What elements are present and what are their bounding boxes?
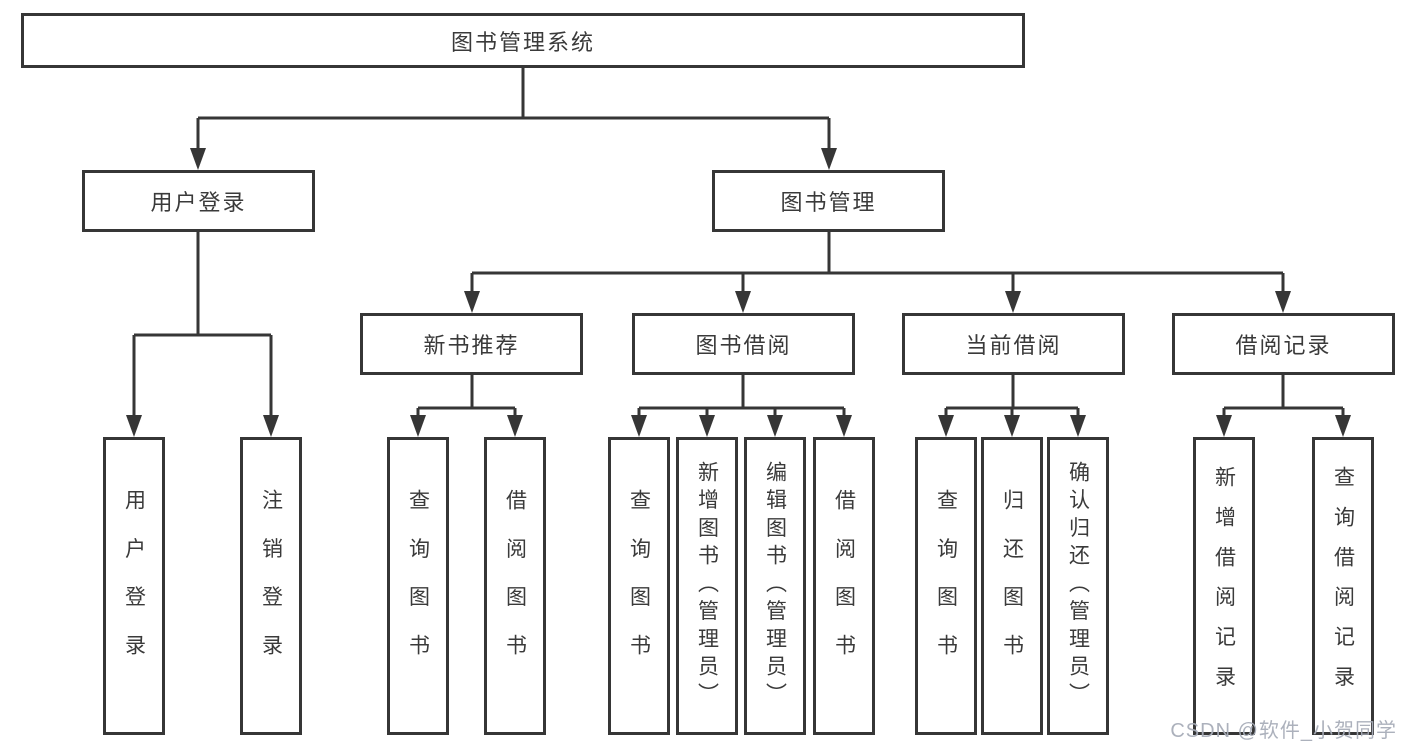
- node-leaf-query-borrow-record-label: 查询借阅记录: [1331, 466, 1355, 706]
- node-leaf-return-books: 归还图书: [981, 437, 1043, 735]
- node-root: 图书管理系统: [21, 13, 1025, 68]
- node-book-management: 图书管理: [712, 170, 945, 232]
- node-leaf-user-login: 用户登录: [103, 437, 165, 735]
- csdn-watermark: CSDN @软件_小贺同学: [1170, 720, 1397, 742]
- node-current-borrowing-label: 当前借阅: [965, 333, 1062, 358]
- node-book-management-label: 图书管理: [780, 190, 877, 215]
- node-current-borrowing: 当前借阅: [902, 313, 1125, 375]
- node-leaf-query-books-2: 查询图书: [608, 437, 670, 735]
- node-leaf-user-login-label: 用户登录: [122, 489, 146, 683]
- node-leaf-query-books-1-label: 查询图书: [406, 489, 430, 683]
- node-book-borrowing: 图书借阅: [632, 313, 855, 375]
- node-leaf-return-books-label: 归还图书: [1000, 489, 1024, 683]
- node-leaf-query-books-3-label: 查询图书: [934, 489, 958, 683]
- node-leaf-edit-books-admin-label: 编辑图书（管理员）: [763, 461, 787, 711]
- node-leaf-borrow-books-1: 借阅图书: [484, 437, 546, 735]
- node-new-book-recommend-label: 新书推荐: [423, 333, 520, 358]
- node-leaf-borrow-books-1-label: 借阅图书: [503, 489, 527, 683]
- node-leaf-confirm-return-admin-label: 确认归还（管理员）: [1066, 461, 1090, 711]
- node-user-login-label: 用户登录: [150, 190, 247, 215]
- node-leaf-add-borrow-record-label: 新增借阅记录: [1212, 466, 1236, 706]
- node-leaf-logout: 注销登录: [240, 437, 302, 735]
- node-borrowing-records-label: 借阅记录: [1235, 333, 1332, 358]
- node-user-login: 用户登录: [82, 170, 315, 232]
- node-leaf-add-books-admin: 新增图书（管理员）: [676, 437, 738, 735]
- arrowheads: [126, 148, 1351, 437]
- node-leaf-borrow-books-2: 借阅图书: [813, 437, 875, 735]
- node-leaf-query-books-2-label: 查询图书: [627, 489, 651, 683]
- node-leaf-edit-books-admin: 编辑图书（管理员）: [744, 437, 806, 735]
- node-new-book-recommend: 新书推荐: [360, 313, 583, 375]
- node-root-label: 图书管理系统: [450, 29, 595, 55]
- node-leaf-query-books-3: 查询图书: [915, 437, 977, 735]
- node-leaf-query-books-1: 查询图书: [387, 437, 449, 735]
- node-leaf-logout-label: 注销登录: [259, 489, 283, 683]
- connector-paths: [132, 68, 1345, 420]
- node-leaf-add-books-admin-label: 新增图书（管理员）: [695, 461, 719, 711]
- node-leaf-query-borrow-record: 查询借阅记录: [1312, 437, 1374, 735]
- node-book-borrowing-label: 图书借阅: [695, 333, 792, 358]
- node-leaf-confirm-return-admin: 确认归还（管理员）: [1047, 437, 1109, 735]
- node-leaf-add-borrow-record: 新增借阅记录: [1193, 437, 1255, 735]
- node-leaf-borrow-books-2-label: 借阅图书: [832, 489, 856, 683]
- node-borrowing-records: 借阅记录: [1172, 313, 1395, 375]
